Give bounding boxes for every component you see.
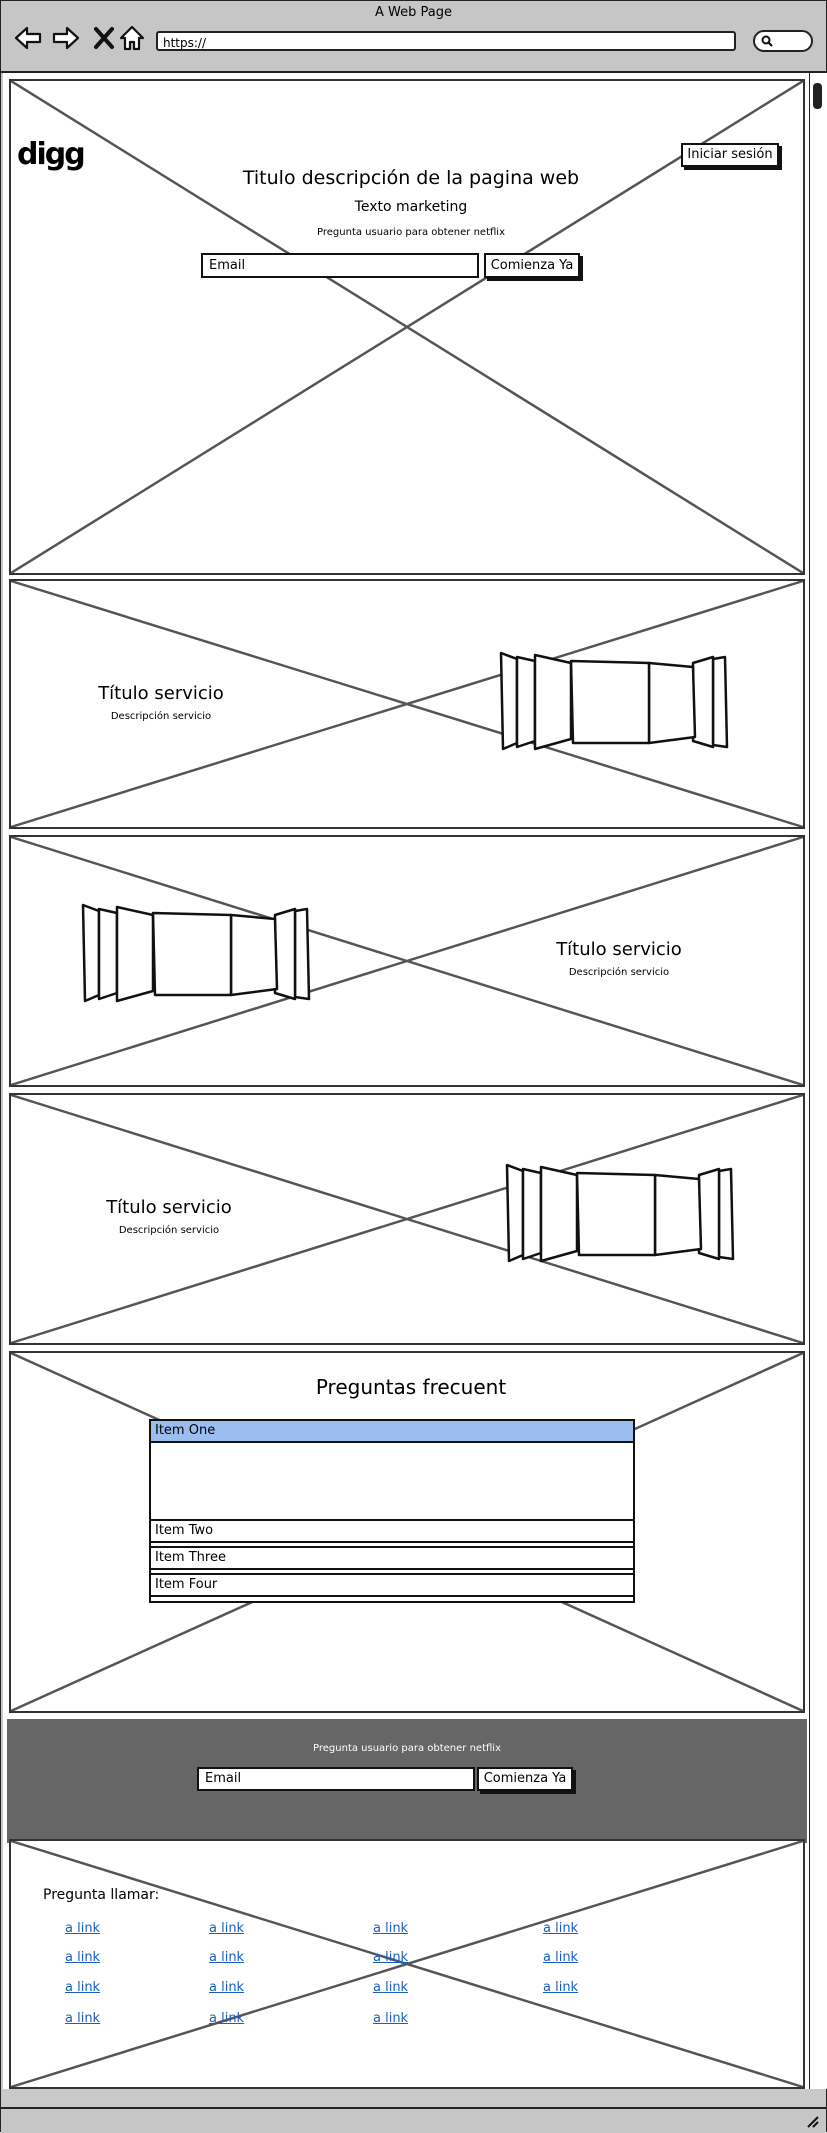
image-placeholder (11, 1095, 803, 1343)
marketing-text: Texto marketing (354, 199, 468, 215)
footer-link[interactable]: a link (543, 1980, 579, 1995)
start-button[interactable]: Comienza Ya (484, 253, 580, 278)
faq-item-one-content (151, 1443, 633, 1519)
service-title: Título servicio (106, 1197, 232, 1218)
status-bar (1, 2107, 826, 2133)
faq-accordion: Item One Item Two Item Three Item Four (149, 1419, 635, 1603)
service-description: Descripción servicio (568, 967, 670, 978)
footer-link[interactable]: a link (65, 1950, 101, 1965)
footer-link[interactable]: a link (543, 1950, 579, 1965)
scrollbar-thumb[interactable] (813, 83, 822, 109)
footer-link[interactable]: a link (209, 1921, 245, 1936)
home-icon[interactable] (117, 23, 147, 53)
image-placeholder (11, 581, 803, 827)
service-section-1: Título servicio Descripción servicio (9, 579, 805, 829)
image-placeholder (11, 1841, 803, 2087)
address-bar[interactable]: https:// (156, 31, 736, 51)
service-section-3: Título servicio Descripción servicio (9, 1093, 805, 1345)
service-title: Título servicio (556, 939, 682, 960)
faq-title: Preguntas frecuent (315, 1375, 507, 1399)
footer-link[interactable]: a link (373, 2011, 409, 2026)
faq-item-two[interactable]: Item Two (149, 1519, 635, 1543)
window-title: A Web Page (375, 5, 452, 20)
netflix-prompt: Pregunta usuario para obtener netflix (313, 1743, 501, 1754)
close-x-icon[interactable] (89, 23, 119, 53)
footer-link[interactable]: a link (543, 1921, 579, 1936)
footer-link[interactable]: a link (209, 1980, 245, 1995)
page-content: digg Iniciar sesión Titulo descripción d… (3, 73, 811, 2089)
page-title: Titulo descripción de la pagina web (242, 167, 580, 189)
service-description: Descripción servicio (110, 711, 212, 722)
footer-link[interactable]: a link (65, 1921, 101, 1936)
service-title: Título servicio (98, 683, 224, 704)
footer-link[interactable]: a link (373, 1950, 409, 1965)
cover-flow-carousel[interactable] (81, 901, 311, 1005)
login-button[interactable]: Iniciar sesión (681, 143, 779, 167)
digg-logo[interactable]: digg (17, 137, 86, 172)
footer-link[interactable]: a link (373, 1921, 409, 1936)
service-description: Descripción servicio (118, 1225, 220, 1236)
search-icon (761, 35, 773, 47)
faq-item-one[interactable]: Item One (149, 1419, 635, 1443)
signup-band: Pregunta usuario para obtener netflix Em… (7, 1719, 807, 1843)
service-section-2: Título servicio Descripción servicio (9, 835, 805, 1087)
hero-section: digg Iniciar sesión Titulo descripción d… (9, 79, 805, 575)
footer-link[interactable]: a link (65, 1980, 101, 1995)
faq-item-four[interactable]: Item Four (149, 1573, 635, 1597)
back-arrow-icon[interactable] (13, 23, 43, 53)
netflix-prompt: Pregunta usuario para obtener netflix (317, 227, 505, 238)
footer-section: Pregunta llamar: a link a link a link a … (9, 1839, 805, 2089)
image-placeholder (11, 81, 803, 573)
email-field[interactable]: Email (197, 1767, 475, 1791)
footer-link[interactable]: a link (65, 2011, 101, 2026)
image-placeholder (11, 837, 803, 1085)
footer-link[interactable]: a link (209, 1950, 245, 1965)
cover-flow-carousel[interactable] (499, 649, 729, 753)
resize-grip-icon[interactable] (804, 2113, 820, 2129)
cover-flow-carousel[interactable] (505, 1161, 735, 1265)
search-field[interactable] (753, 30, 813, 52)
forward-arrow-icon[interactable] (51, 23, 81, 53)
faq-item-three[interactable]: Item Three (149, 1546, 635, 1570)
footer-link[interactable]: a link (209, 2011, 245, 2026)
browser-toolbar: A Web Page https:// (1, 1, 826, 73)
footer-heading: Pregunta llamar: (43, 1887, 160, 1903)
start-button[interactable]: Comienza Ya (477, 1767, 573, 1791)
email-field[interactable]: Email (201, 253, 479, 278)
vertical-scrollbar[interactable] (809, 73, 827, 2089)
footer-link[interactable]: a link (373, 1980, 409, 1995)
faq-section: Preguntas frecuent Item One Item Two Ite… (9, 1351, 805, 1713)
